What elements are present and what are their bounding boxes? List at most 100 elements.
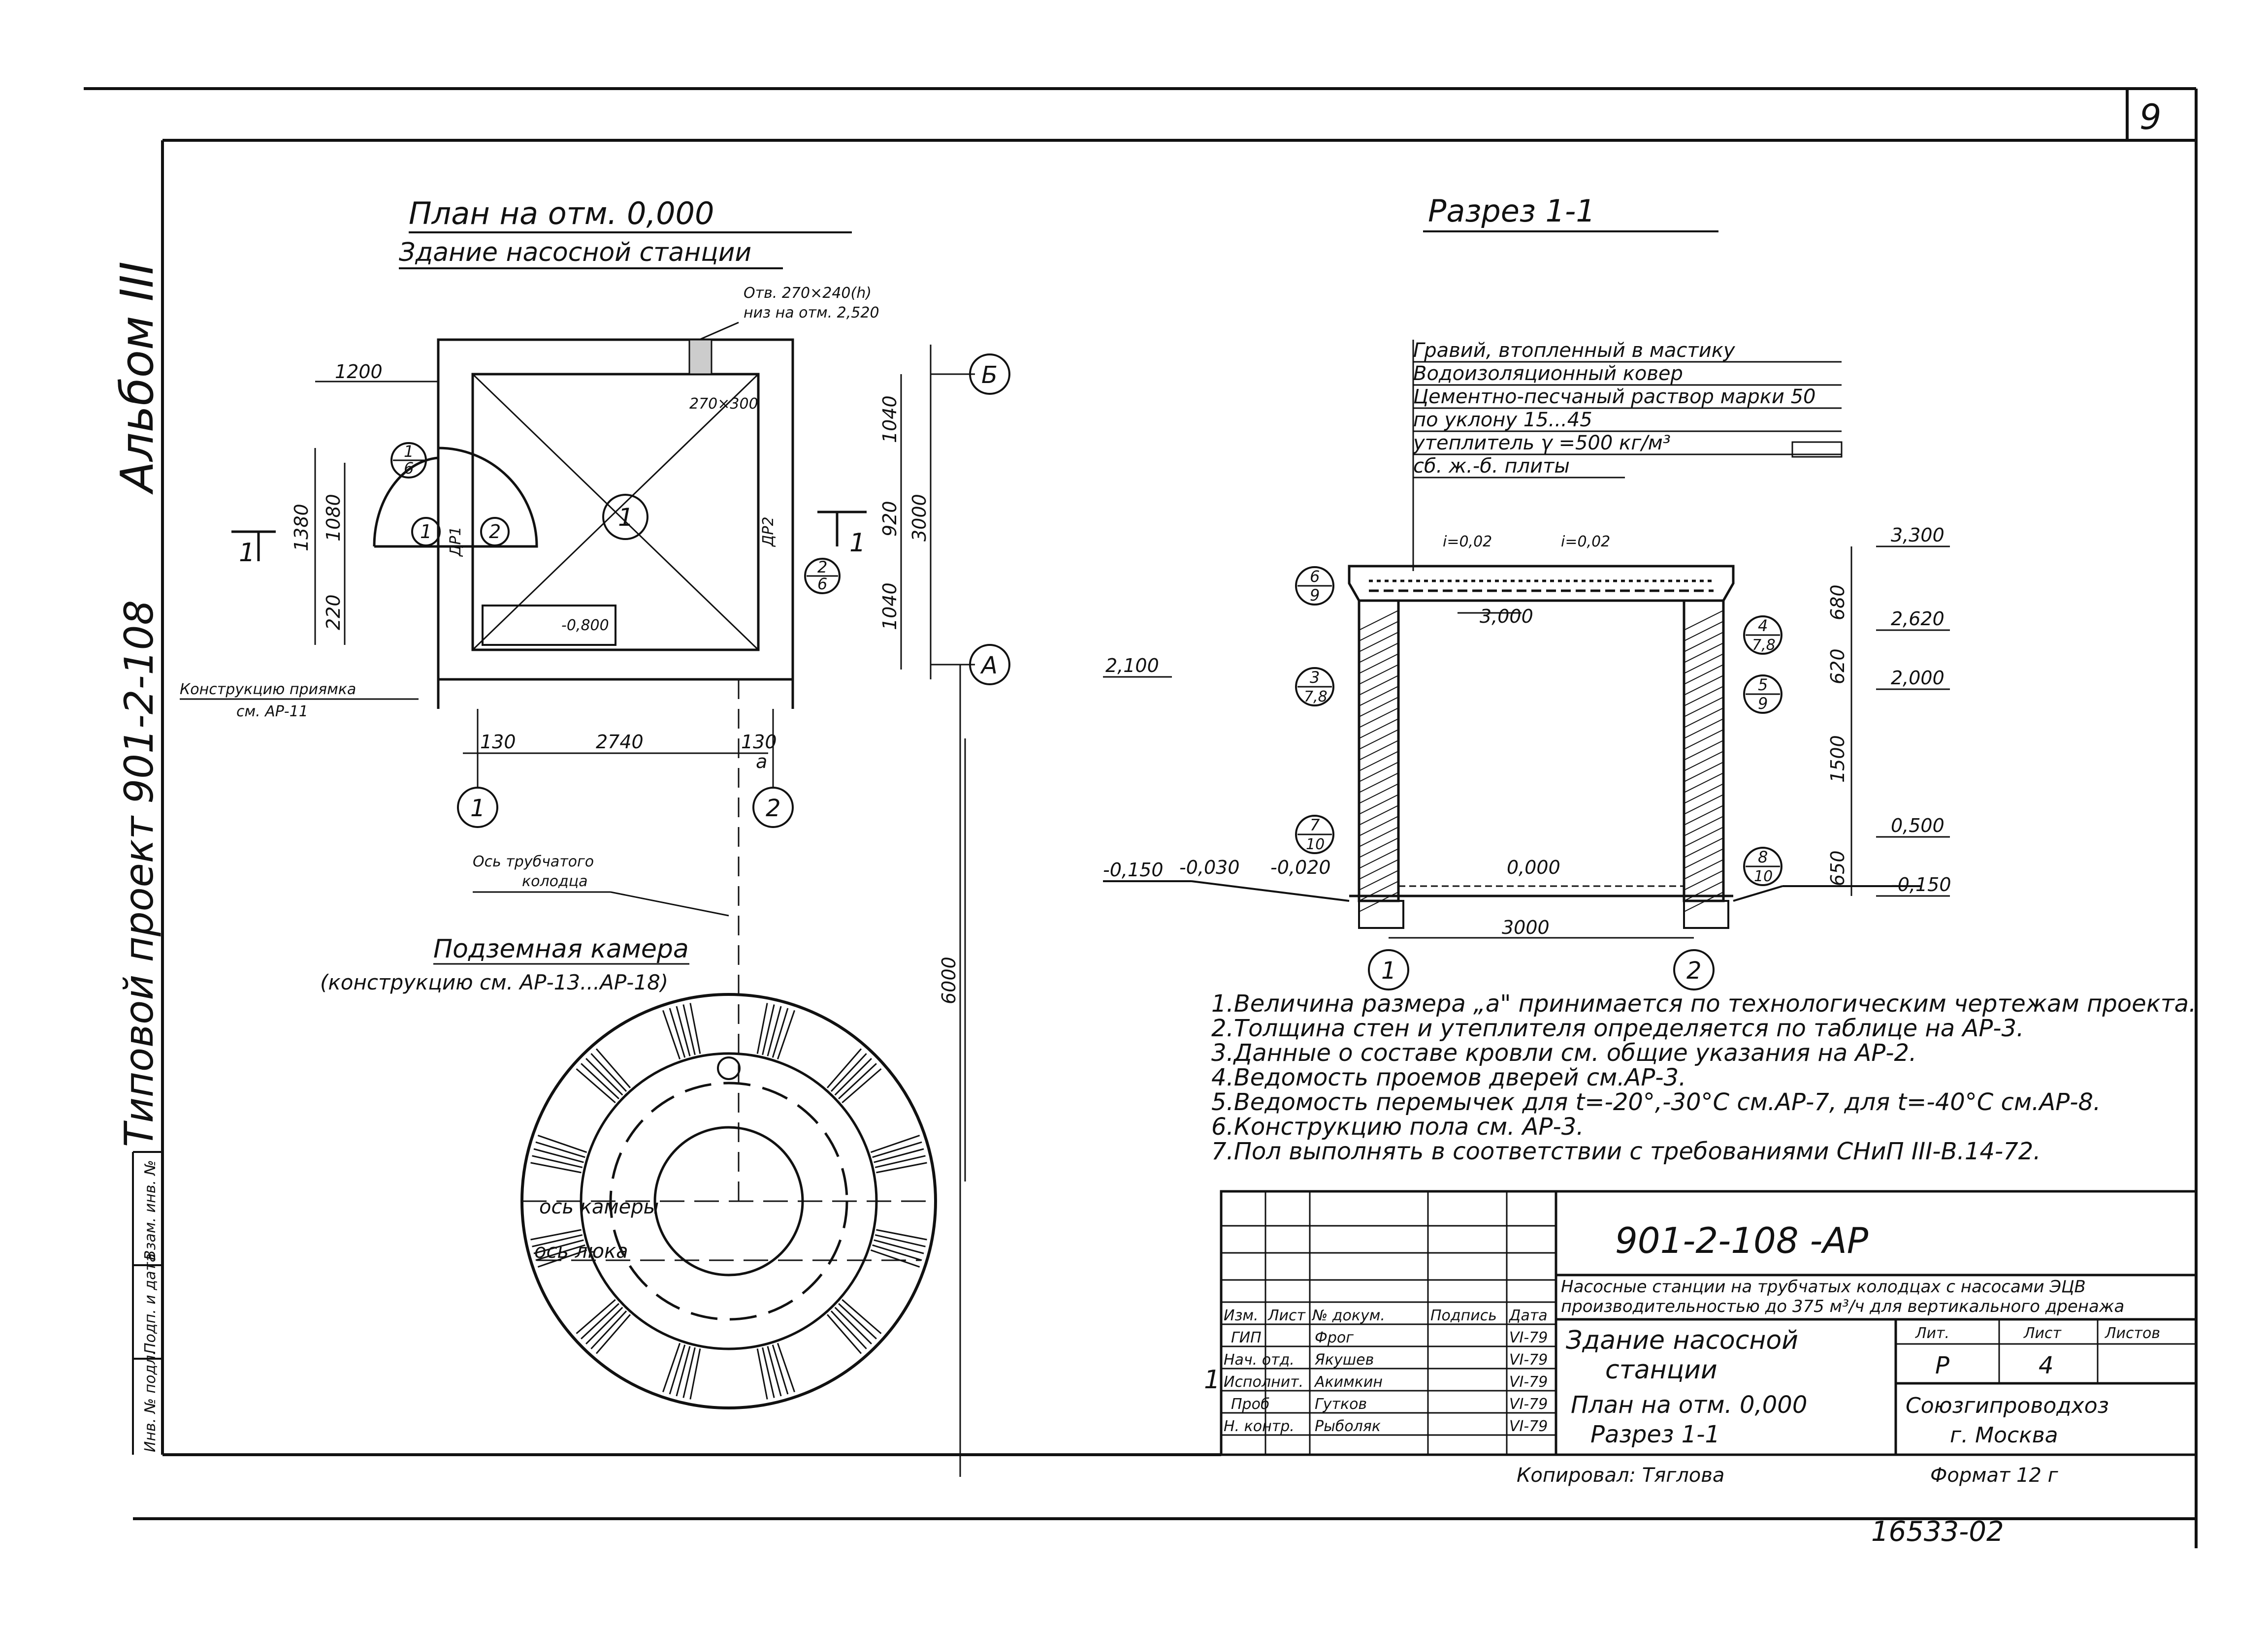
chamber-tick [826, 1314, 862, 1354]
svg-text:4: 4 [1758, 616, 1768, 635]
chamber-tick [576, 1299, 616, 1335]
level-m0150-left: -0,150 [1103, 859, 1164, 881]
hatch-line [1359, 827, 1399, 847]
chamber-tick [537, 1135, 587, 1153]
room-marker-2: 2 [489, 521, 501, 543]
chamber-tick [676, 1006, 691, 1056]
stamp-building-2: станции [1605, 1355, 1717, 1385]
section-axis-2: 2 [1686, 957, 1702, 985]
hatch-line [1359, 718, 1399, 739]
section-tag-3-78: 3 7,8 [1295, 667, 1334, 706]
hatch-line [1684, 707, 1724, 728]
chamber-tick [756, 1003, 768, 1054]
project-desc-2: производительностью до 375 м³/ч для верт… [1561, 1297, 2124, 1316]
chamber-tick [590, 1053, 627, 1092]
svg-text:3: 3 [1310, 668, 1320, 687]
plan-title: План на отм. 0,000 [409, 195, 714, 231]
dim-130: 130 [480, 731, 516, 753]
dim-2740: 2740 [596, 731, 644, 753]
dim-1040b: 1040 [879, 582, 901, 630]
album-label: Альбом III [111, 261, 163, 495]
chamber-tick [585, 1307, 623, 1344]
axis-hatch-label: ось люка [534, 1240, 628, 1263]
chamber-tick [669, 1008, 686, 1058]
footer-copied: Копировал: Тяглова [1517, 1464, 1724, 1487]
stamp-code: 901-2-108 -АР [1615, 1220, 1869, 1261]
hatch-line [1684, 642, 1724, 663]
section-title: Разрез 1-1 [1428, 193, 1595, 229]
svg-text:7,8: 7,8 [1752, 637, 1776, 654]
hatch-line [1684, 783, 1724, 804]
chamber-tick [870, 1135, 920, 1153]
slope-right: i=0,02 [1561, 533, 1610, 550]
chamber-tick [842, 1299, 882, 1335]
svg-text:6: 6 [404, 459, 414, 478]
hatch-line [1359, 707, 1399, 728]
level-3000-inner: 3,000 [1480, 606, 1533, 627]
hatch-line [1684, 632, 1724, 652]
margin-field-repl: Взам. инв. № [142, 1160, 159, 1260]
chamber-tick [676, 1346, 691, 1397]
hatch-line [1684, 816, 1724, 836]
stamp-drawing-2: Разрез 1-1 [1590, 1421, 1720, 1448]
svg-text:сб. ж.-б. плиты: сб. ж.-б. плиты [1413, 455, 1570, 478]
chamber-tick [581, 1303, 619, 1340]
stamp-role-4: Проб [1231, 1396, 1269, 1413]
roof-diagonals [472, 373, 759, 651]
hatch-line [1359, 848, 1399, 869]
dim-1200: 1200 [335, 361, 383, 383]
pit-note-2: см. АР-11 [236, 703, 308, 720]
svg-text:5: 5 [1758, 675, 1768, 694]
hatch-line [1684, 805, 1724, 826]
note-7: 7.Пол выполнять в соответствии с требова… [1211, 1138, 2041, 1165]
dim-1500: 1500 [1827, 735, 1848, 783]
hatch-line [1359, 837, 1399, 858]
chamber-tick [777, 1342, 795, 1393]
project-label: Типовой проект 901-2-108 [116, 600, 162, 1147]
plan-tag-2: 2 6 [804, 558, 841, 594]
axis-chamber-label: ось камеры [539, 1196, 659, 1218]
dim-3000: 3000 [908, 494, 930, 542]
chamber-tick [834, 1058, 872, 1096]
chamber-tick [689, 1348, 701, 1400]
plan-dimension-lines [314, 345, 975, 1477]
chamber-tick [530, 1162, 582, 1174]
chamber-tick [872, 1244, 922, 1261]
axis-b: Б [981, 361, 998, 389]
roof-slab [1348, 565, 1735, 602]
plan-opening-size: 270×300 [689, 395, 758, 413]
level-m0020: -0,020 [1270, 857, 1331, 878]
hatch-line [1684, 881, 1724, 901]
stamp-name-4: Гутков [1315, 1396, 1367, 1413]
chamber-tick [533, 1239, 584, 1254]
chamber-tick [838, 1303, 877, 1340]
svg-text:Водоизоляционный ковер: Водоизоляционный ковер [1413, 362, 1683, 385]
dim-3000-section: 3000 [1502, 917, 1550, 938]
note-1: 1.Величина размера „а" принимается по те… [1211, 990, 2196, 1018]
slope-left: i=0,02 [1443, 533, 1492, 550]
chamber-tick [576, 1068, 616, 1104]
hatch-line [1359, 664, 1399, 685]
hatch-line [1684, 751, 1724, 771]
stamp-building-1: Здание насосной [1566, 1326, 1798, 1355]
chamber-tick [772, 1344, 789, 1395]
svg-text:6: 6 [1310, 567, 1320, 586]
hatch-line [1359, 653, 1399, 674]
section-mark-right [817, 511, 867, 546]
hatch-line [1359, 751, 1399, 771]
stamp-sheet-label: Лист [2023, 1325, 2062, 1342]
section-mark-left [231, 530, 276, 561]
stamp-role-1: ГИП [1231, 1329, 1262, 1346]
opening-callout-1: Отв. 270×240(h) [744, 285, 872, 302]
stamp-org-1: Союзгипроводхоз [1906, 1393, 2109, 1418]
chamber-tick [767, 1346, 782, 1397]
chamber-tick [834, 1307, 872, 1344]
svg-text:9: 9 [1758, 694, 1768, 713]
chamber-subtitle: (конструкцию см. АР-13...АР-18) [320, 970, 668, 994]
svg-text:7,8: 7,8 [1304, 688, 1328, 705]
chamber-rings [530, 1003, 927, 1400]
door-dr2: ДР2 [760, 516, 777, 547]
chamber-tick [662, 1342, 681, 1393]
stamp-name-1: Фрог [1315, 1329, 1354, 1346]
dim-130b: 130 [741, 731, 777, 753]
